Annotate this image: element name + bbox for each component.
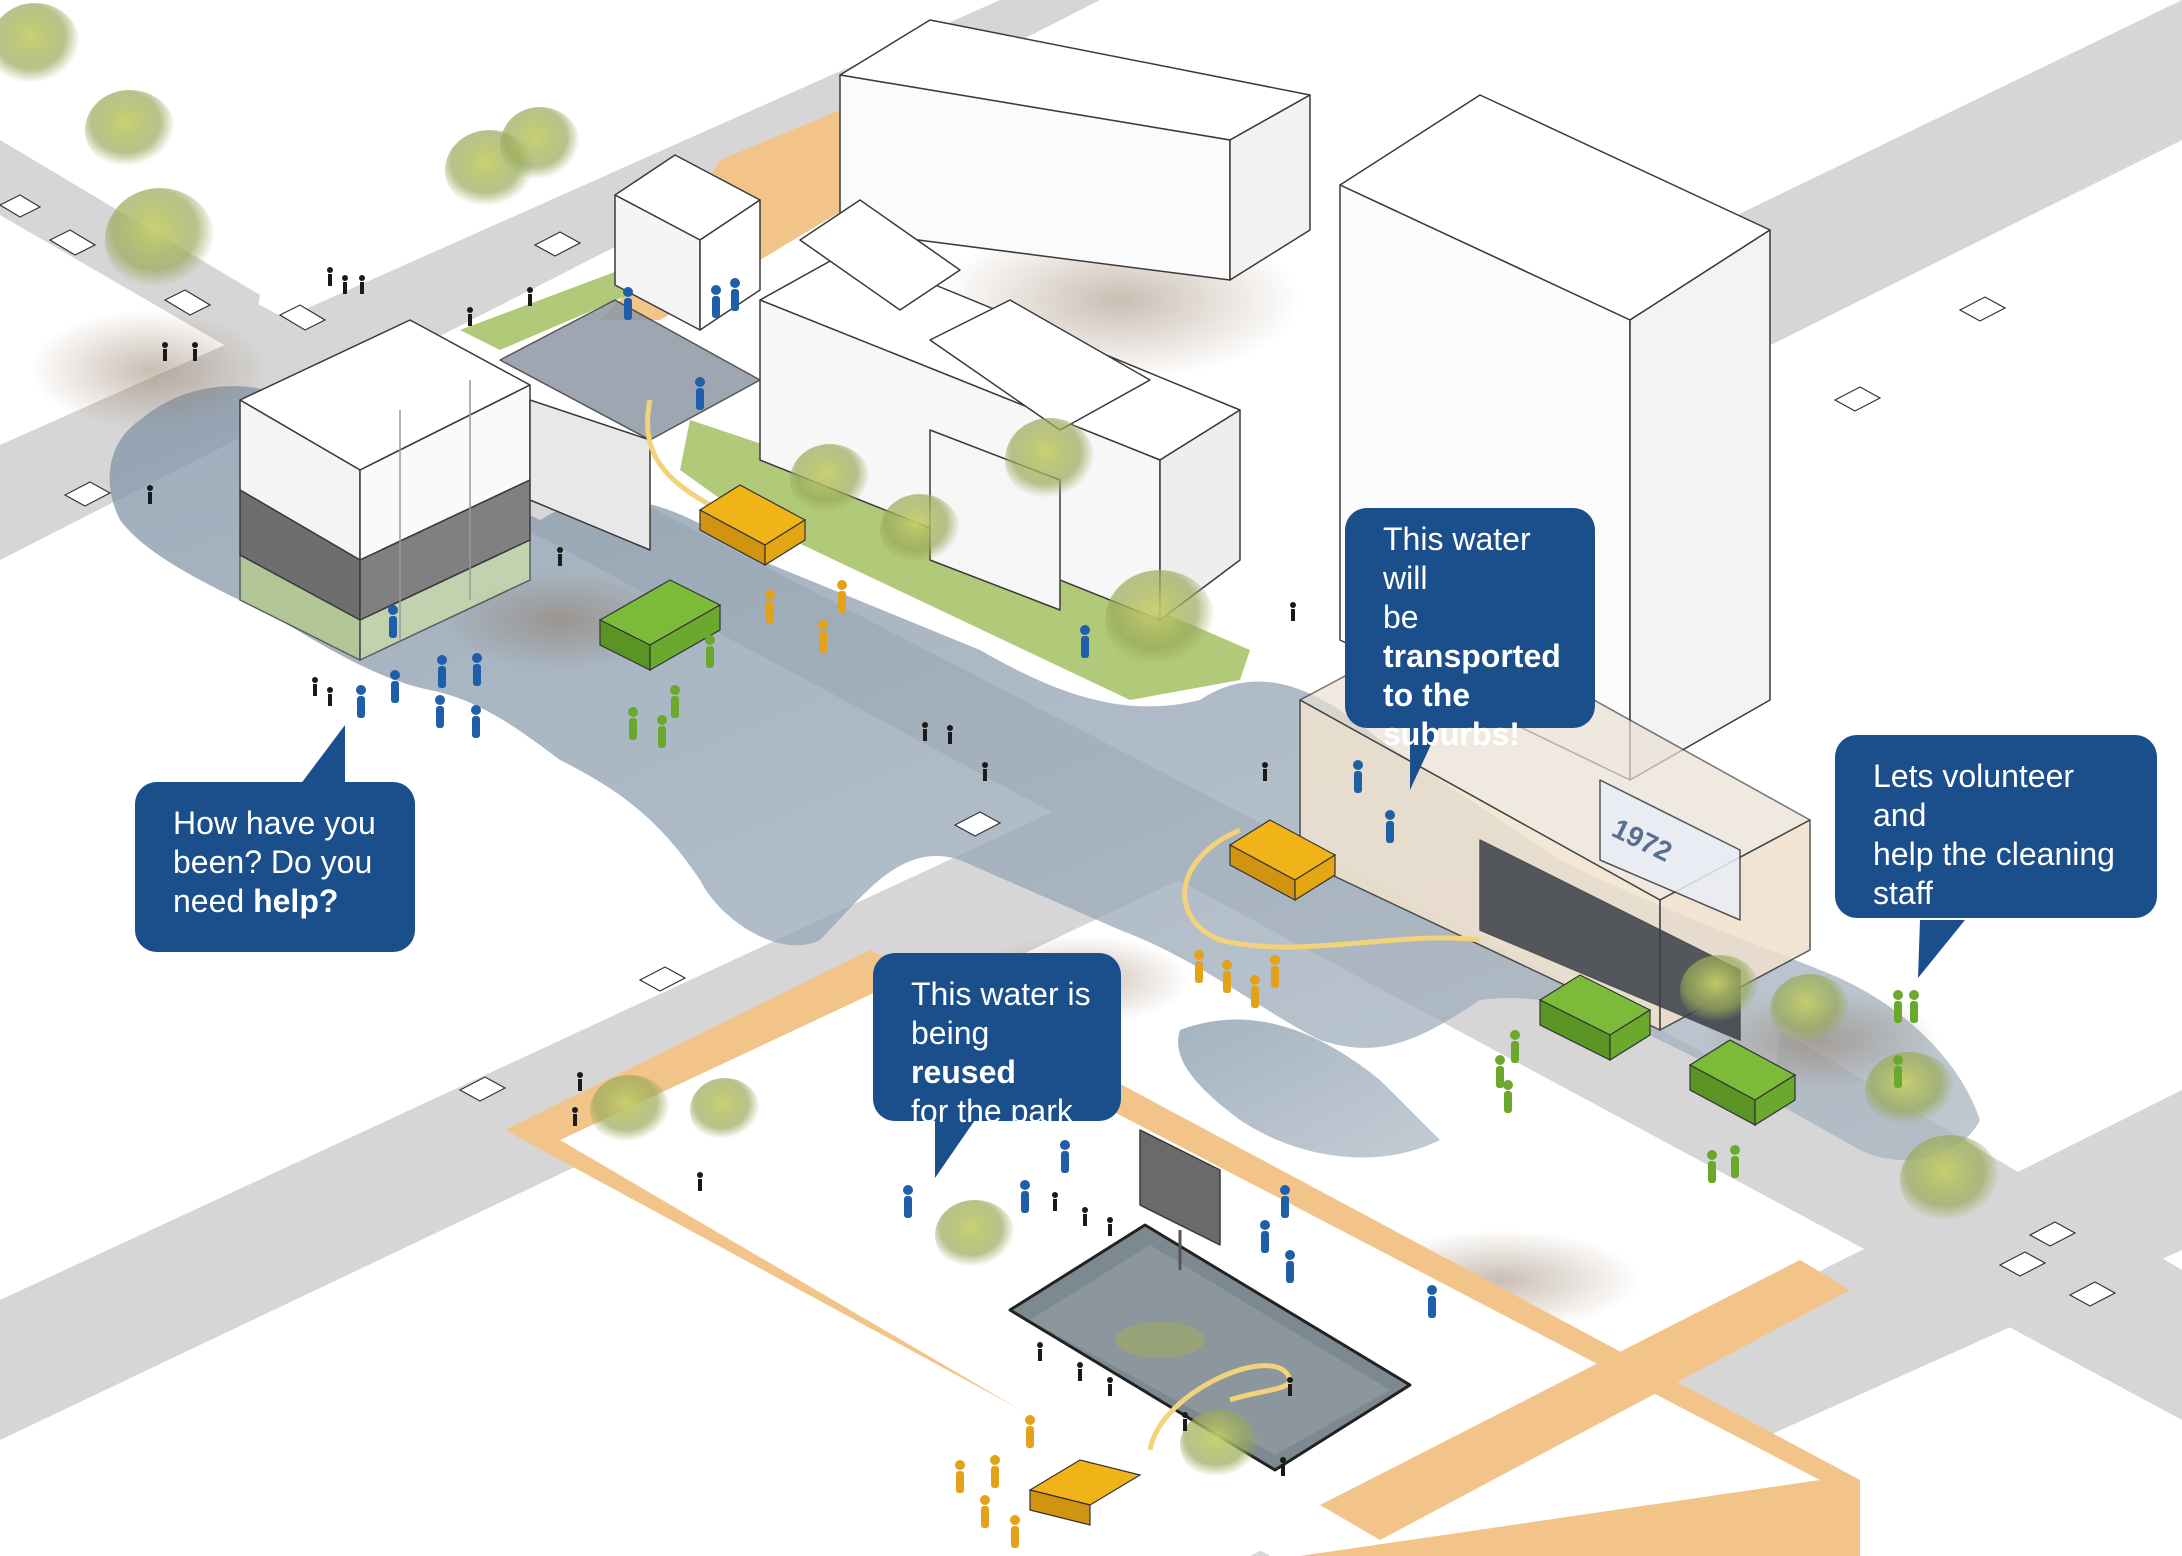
callout-transport-emphasis-2: to the [1383, 677, 1471, 713]
car-icon [638, 966, 687, 992]
tree-icon [1680, 955, 1760, 1025]
callout-volunteer-line1: Lets volunteer and [1873, 758, 2075, 833]
tail-help [300, 725, 345, 785]
callout-transport-line3: transported [1383, 637, 1569, 676]
callout-reused-emphasis: reused [911, 1054, 1016, 1090]
tree-icon [1900, 1135, 2000, 1225]
car-icon [0, 194, 42, 218]
callout-transport-emphasis-3: suburbs! [1383, 716, 1520, 752]
tanker-truck-icon [1028, 1459, 1142, 1526]
tree-icon [500, 107, 580, 183]
callout-volunteer-line2: help the cleaning [1873, 836, 2115, 872]
buildings [239, 19, 1811, 1472]
tree-icon [590, 1075, 670, 1145]
plaza-walk-right [1320, 1260, 1850, 1540]
people [147, 267, 1919, 1548]
person-icon [147, 267, 1296, 1476]
tail-reused [935, 1120, 975, 1178]
car-icon [63, 481, 112, 507]
tree-icon [935, 1200, 1015, 1270]
tree-icon [880, 494, 960, 566]
callout-help-line2: been? Do you [173, 844, 373, 880]
car-icon [1958, 296, 2007, 322]
callout-transport-line4: to the [1383, 676, 1569, 715]
callout-help-line3-text: need [173, 883, 254, 919]
glass-band [1599, 779, 1741, 921]
tree-icon [1865, 1052, 1955, 1128]
trees [0, 3, 2000, 1480]
callout-reused-line1: This water is [911, 976, 1091, 1012]
callout-transport: This water will be transported to the su… [1345, 508, 1595, 752]
tree-icon [1770, 974, 1850, 1046]
callout-transport-line1: This water will [1383, 521, 1531, 596]
person-icon [628, 635, 1919, 1183]
callout-volunteer: Lets volunteer and help the cleaning sta… [1835, 735, 2157, 918]
tree-icon [790, 444, 870, 516]
callout-volunteer-line3: staff [1873, 875, 1933, 911]
tree-icon [105, 188, 215, 292]
car-icon [953, 811, 1002, 837]
tree-icon [1180, 1410, 1260, 1480]
callout-transport-emphasis-1: transported [1383, 638, 1561, 674]
car-icon [1998, 1251, 2047, 1277]
person-icon [356, 278, 1437, 1318]
vehicles [0, 194, 2117, 1526]
callout-transport-line5: suburbs! [1383, 715, 1569, 754]
grass-strip-top [460, 270, 640, 350]
car-icon [2068, 1281, 2117, 1307]
garbage-truck-icon [598, 579, 722, 672]
callout-help: How have you been? Do you need help? [135, 782, 415, 952]
tree-icon [0, 3, 80, 87]
callout-transport-line2: be [1383, 599, 1419, 635]
tail-transport [1410, 725, 1440, 790]
kiosk-building [499, 154, 761, 551]
callout-reused-line2-text: being [911, 1015, 990, 1051]
callout-help-emphasis: help? [253, 883, 339, 919]
tanker-truck-icon [1228, 819, 1337, 902]
tree-icon [85, 90, 175, 170]
person-icon [765, 580, 1280, 1548]
tree-icon [1105, 570, 1215, 670]
callout-reused: This water is being reused for the park [873, 953, 1121, 1129]
callout-help-line3: need help? [173, 882, 389, 921]
car-icon [1833, 386, 1882, 412]
garbage-truck-icon [1538, 974, 1652, 1062]
tree-icon [1005, 418, 1095, 502]
water-hoses [645, 399, 1481, 1451]
callout-tails [300, 725, 1965, 1178]
tanker-truck-icon [698, 484, 807, 567]
car-icon [533, 231, 582, 257]
callout-reused-line2: being reused [911, 1014, 1095, 1092]
car-icon [2028, 1221, 2077, 1247]
callout-help-line1: How have you [173, 805, 376, 841]
billboard-icon [1139, 1129, 1221, 1270]
pavilion-building [239, 319, 531, 661]
car-icon [458, 1076, 507, 1102]
tail-volunteer [1918, 920, 1965, 978]
dark-ground-floor [1479, 839, 1741, 1041]
garbage-truck-icon [1688, 1039, 1797, 1127]
callout-reused-line3: for the park [911, 1093, 1073, 1129]
car-icon [163, 289, 212, 316]
central-block [759, 19, 1311, 621]
tree-icon [690, 1078, 760, 1142]
car-icon [278, 304, 327, 331]
car-icon [48, 229, 97, 256]
